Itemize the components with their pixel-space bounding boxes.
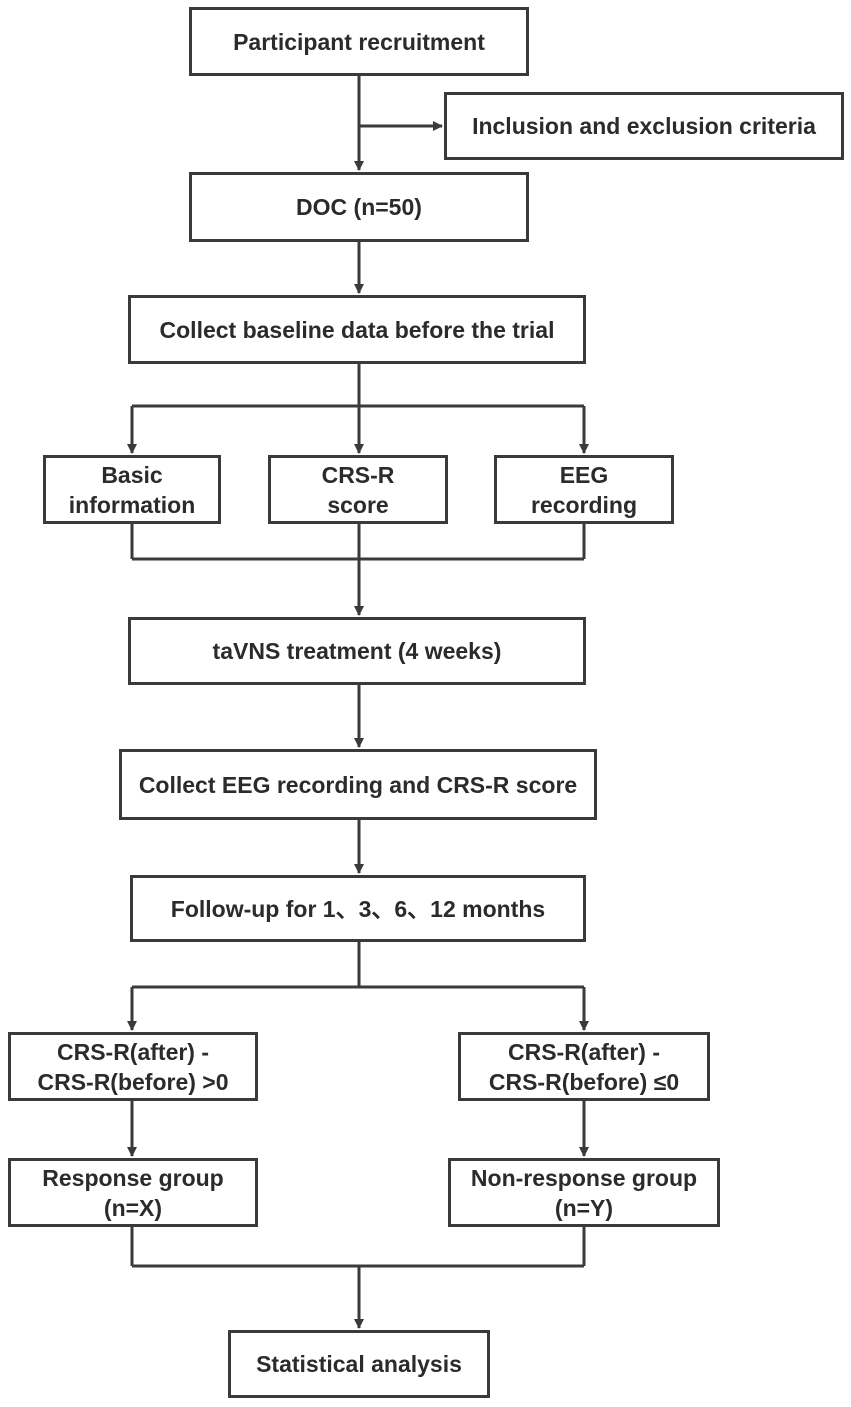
- nonresponse-group-line1: Non-response group: [470, 1164, 698, 1191]
- doc-label: DOC (n=50): [296, 194, 422, 220]
- treatment-box: taVNS treatment (4 weeks): [128, 617, 586, 685]
- followup-label: Follow-up for 1、3、6、12 months: [170, 895, 546, 922]
- followup-box: Follow-up for 1、3、6、12 months: [130, 875, 586, 942]
- cond-nonpositive-line1: CRS-R(after) -: [507, 1038, 661, 1065]
- baseline-label: Collect baseline data before the trial: [159, 316, 555, 343]
- collect-after-box: Collect EEG recording and CRS-R score: [119, 749, 597, 820]
- criteria-label: Inclusion and exclusion criteria: [472, 113, 816, 139]
- collect-after-label: Collect EEG recording and CRS-R score: [138, 771, 578, 798]
- response-group-line1: Response group: [42, 1164, 224, 1191]
- cond-positive-line1: CRS-R(after) -: [56, 1038, 210, 1065]
- crs-score-line2: score: [327, 491, 389, 518]
- basic-info-box: Basic information: [43, 455, 221, 524]
- response-group-box: Response group (n=X): [8, 1158, 258, 1227]
- response-group-line2: (n=X): [103, 1194, 163, 1221]
- nonresponse-group-box: Non-response group (n=Y): [448, 1158, 720, 1227]
- analysis-box: Statistical analysis: [228, 1330, 490, 1398]
- eeg-recording-box: EEG recording: [494, 455, 674, 524]
- basic-info-line1: Basic: [101, 461, 163, 488]
- crs-score-box: CRS-R score: [268, 455, 448, 524]
- cond-nonpositive-line2: CRS-R(before) ≤0: [488, 1068, 680, 1095]
- criteria-box: Inclusion and exclusion criteria: [444, 92, 844, 160]
- recruitment-label: Participant recruitment: [233, 28, 485, 55]
- baseline-box: Collect baseline data before the trial: [128, 295, 586, 364]
- basic-info-line2: information: [68, 491, 196, 518]
- crs-score-line1: CRS-R: [321, 461, 395, 488]
- cond-positive-box: CRS-R(after) - CRS-R(before) >0: [8, 1032, 258, 1101]
- treatment-label: taVNS treatment (4 weeks): [212, 638, 502, 664]
- cond-nonpositive-box: CRS-R(after) - CRS-R(before) ≤0: [458, 1032, 710, 1101]
- doc-box: DOC (n=50): [189, 172, 529, 242]
- nonresponse-group-line2: (n=Y): [554, 1194, 614, 1221]
- cond-positive-line2: CRS-R(before) >0: [37, 1068, 229, 1095]
- analysis-label: Statistical analysis: [256, 1351, 462, 1377]
- eeg-recording-line2: recording: [530, 491, 638, 518]
- eeg-recording-line1: EEG: [559, 461, 609, 488]
- recruitment-box: Participant recruitment: [189, 7, 529, 76]
